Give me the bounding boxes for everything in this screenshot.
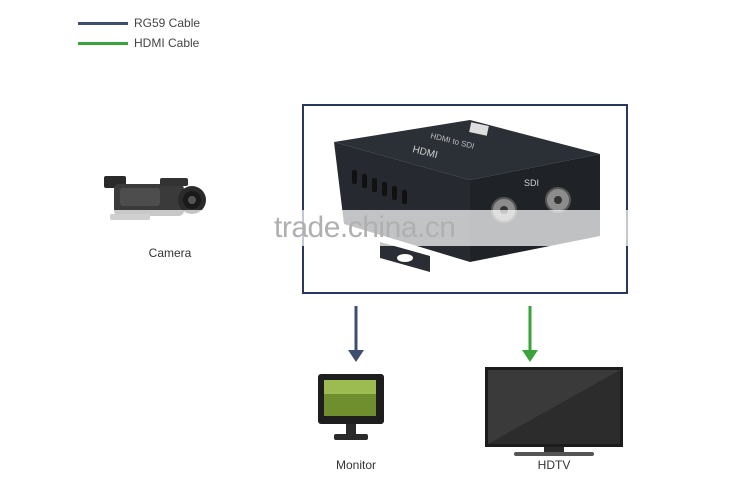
hdmi-line-swatch — [78, 41, 128, 45]
rg59-arrow — [348, 306, 364, 362]
sdi-port-label: SDI — [524, 178, 539, 188]
legend-rg59: RG59 Cable — [78, 16, 200, 30]
rg59-line-swatch — [78, 21, 128, 25]
hdmi-arrow — [522, 306, 538, 362]
legend-label-hdmi: HDMI Cable — [134, 36, 200, 50]
camera-label: Camera — [148, 246, 192, 260]
watermark: trade.china.cn — [108, 210, 638, 246]
hdtv-image — [485, 367, 623, 456]
converter-device-image: HDMI HDMI to SDI SDI — [334, 120, 600, 272]
legend-label-rg59: RG59 Cable — [134, 16, 201, 30]
monitor-label: Monitor — [335, 458, 376, 472]
hdtv-label: HDTV — [537, 458, 571, 472]
legend-hdmi: HDMI Cable — [78, 36, 199, 50]
monitor-image — [318, 374, 384, 440]
